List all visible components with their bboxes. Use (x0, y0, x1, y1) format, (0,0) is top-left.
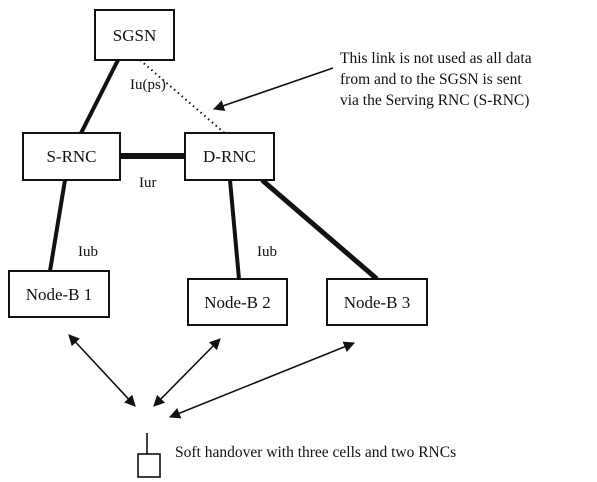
nodeb2-label: Node-B 2 (204, 293, 271, 312)
nodeb1-label: Node-B 1 (26, 285, 93, 304)
link-sgsn-drnc-unused (139, 59, 229, 137)
handover-caption: Soft handover with three cells and two R… (175, 444, 456, 461)
sgsn-label: SGSN (113, 26, 156, 45)
link-srnc-nodeb1 (48, 179, 67, 272)
nodeb3-box (326, 278, 428, 326)
radio-arrow-nodeb3 (168, 341, 356, 419)
iub-left-label: Iub (78, 244, 98, 260)
nodeb3-label: Node-B 3 (344, 293, 411, 312)
iu-ps-label: Iu(ps) (130, 77, 166, 93)
sgsn-box (94, 9, 175, 61)
nodeb2-box (187, 278, 288, 326)
iub-right-label: Iub (257, 244, 277, 260)
radio-arrow-nodeb1 (68, 334, 136, 407)
unused-link-note-line-1: This link is not used as all data (340, 50, 532, 67)
drnc-label: D-RNC (203, 147, 256, 166)
unused-link-note-line-2: from and to the SGSN is sent (340, 71, 522, 88)
unused-link-note-line-3: via the Serving RNC (S-RNC) (340, 92, 529, 109)
srnc-label: S-RNC (46, 147, 96, 166)
srnc-box (22, 132, 121, 181)
link-drnc-nodeb2 (228, 179, 241, 280)
drnc-box (184, 132, 275, 181)
link-drnc-nodeb3 (260, 178, 379, 281)
note-pointer-arrow (212, 67, 334, 112)
nodeb1-box (8, 270, 110, 318)
mobile-phone-icon (137, 433, 161, 478)
iur-label: Iur (139, 175, 157, 191)
radio-arrow-nodeb2 (153, 338, 221, 407)
